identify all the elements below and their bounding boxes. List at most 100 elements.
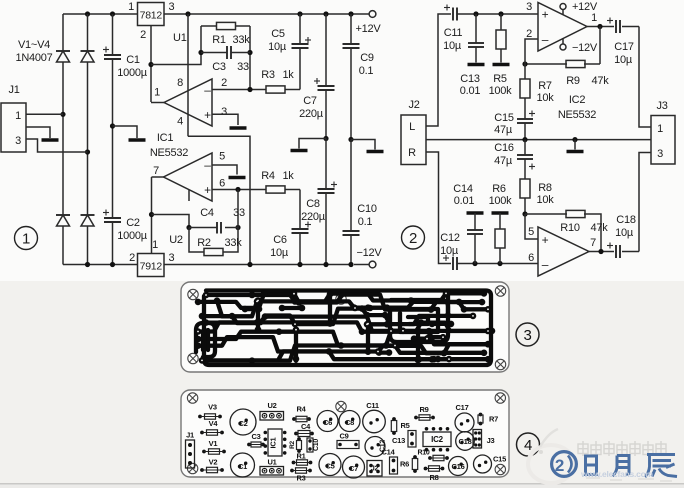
svg-text:+: +	[542, 233, 549, 247]
svg-text:100k: 100k	[489, 85, 513, 97]
svg-text:J2: J2	[371, 466, 379, 473]
svg-text:+: +	[542, 8, 549, 22]
svg-text:R8: R8	[538, 182, 552, 194]
svg-text:33: 33	[233, 207, 245, 219]
svg-text:1000µ: 1000µ	[117, 230, 147, 242]
svg-text:3: 3	[221, 106, 227, 118]
svg-text:IC2: IC2	[569, 94, 586, 106]
svg-text:33k: 33k	[225, 237, 243, 249]
svg-text:C2: C2	[238, 419, 247, 428]
svg-text:C10: C10	[313, 439, 320, 451]
svg-text:V4: V4	[209, 419, 219, 428]
svg-text:1000µ: 1000µ	[117, 67, 147, 79]
svg-text:C4: C4	[301, 422, 311, 431]
svg-text:R8: R8	[429, 473, 438, 482]
svg-text:J1: J1	[186, 431, 194, 440]
svg-text:C7: C7	[349, 464, 358, 473]
svg-text:L: L	[409, 121, 415, 133]
svg-text:7812: 7812	[140, 10, 163, 22]
svg-text:J3: J3	[487, 436, 495, 445]
svg-text:C6: C6	[273, 234, 287, 246]
svg-text:C13: C13	[392, 436, 405, 445]
svg-text:2: 2	[526, 28, 532, 40]
svg-text:R2: R2	[197, 237, 211, 249]
svg-text:C7: C7	[303, 95, 317, 107]
svg-text:U1: U1	[173, 32, 187, 44]
svg-text:C8: C8	[345, 418, 354, 427]
svg-text:U1: U1	[267, 458, 276, 467]
svg-text:C17: C17	[455, 403, 468, 412]
svg-text:3: 3	[526, 1, 532, 13]
svg-text:V2: V2	[209, 458, 218, 467]
svg-text:10µ: 10µ	[615, 227, 634, 239]
svg-text:220µ: 220µ	[301, 211, 326, 223]
svg-text:C12: C12	[380, 440, 387, 452]
svg-text:1: 1	[22, 231, 30, 248]
svg-text:www.elecfans.com: www.elecfans.com	[580, 469, 653, 479]
svg-text:8: 8	[177, 77, 183, 89]
svg-text:–: –	[542, 33, 549, 47]
svg-text:1k: 1k	[282, 170, 294, 182]
svg-text:6: 6	[528, 252, 534, 264]
svg-text:R10: R10	[417, 450, 429, 457]
svg-text:−12V: −12V	[572, 42, 598, 54]
svg-text:2: 2	[555, 456, 564, 475]
svg-text:R5: R5	[493, 73, 507, 85]
svg-text:4: 4	[524, 437, 532, 454]
svg-text:0.01: 0.01	[460, 85, 481, 97]
svg-text:J2: J2	[408, 99, 419, 111]
svg-text:C12: C12	[440, 232, 460, 244]
svg-text:C3: C3	[212, 61, 226, 73]
svg-text:3: 3	[657, 148, 663, 160]
svg-text:R5: R5	[400, 421, 409, 430]
svg-text:R6: R6	[492, 183, 506, 195]
svg-text:U2: U2	[267, 401, 276, 410]
svg-text:−12V: −12V	[357, 247, 383, 259]
svg-text:–: –	[204, 158, 211, 172]
svg-text:C18: C18	[616, 214, 636, 226]
svg-text:NE5532: NE5532	[558, 109, 596, 121]
svg-text:R2: R2	[289, 440, 296, 448]
svg-text:R9: R9	[419, 405, 428, 414]
svg-text:J3: J3	[656, 100, 667, 112]
svg-text:V1~V4: V1~V4	[18, 39, 50, 51]
svg-text:220µ: 220µ	[299, 108, 324, 120]
svg-text:IC2: IC2	[431, 435, 444, 444]
svg-text:10µ: 10µ	[268, 41, 287, 53]
svg-text:1N4007: 1N4007	[15, 52, 52, 64]
svg-text:R10: R10	[560, 222, 580, 234]
svg-text:NE5532: NE5532	[150, 147, 188, 159]
svg-text:1: 1	[591, 12, 597, 24]
svg-text:3: 3	[523, 327, 531, 344]
svg-text:10µ: 10µ	[614, 54, 633, 66]
svg-text:3: 3	[169, 252, 175, 264]
svg-text:C9: C9	[339, 432, 348, 441]
svg-text:C8: C8	[306, 198, 320, 210]
svg-text:+: +	[204, 183, 211, 197]
svg-text:3: 3	[169, 1, 175, 13]
svg-text:10µ: 10µ	[443, 40, 462, 52]
svg-text:R: R	[408, 147, 416, 159]
svg-text:10µ: 10µ	[440, 245, 459, 257]
svg-text:C14: C14	[453, 183, 473, 195]
svg-text:2: 2	[221, 77, 227, 89]
svg-text:C11: C11	[366, 401, 379, 410]
svg-text:C1: C1	[126, 54, 140, 66]
svg-text:R3: R3	[261, 69, 275, 81]
svg-text:IC1: IC1	[269, 437, 278, 448]
svg-text:47k: 47k	[591, 222, 609, 234]
svg-text:7: 7	[153, 165, 159, 177]
svg-text:0.1: 0.1	[359, 65, 374, 77]
svg-text:C1: C1	[238, 462, 247, 471]
svg-text:5: 5	[219, 151, 225, 163]
svg-text:C11: C11	[444, 27, 463, 39]
svg-text:1: 1	[154, 87, 160, 99]
svg-text:C4: C4	[200, 207, 214, 219]
svg-text:R6: R6	[400, 460, 409, 469]
svg-text:1: 1	[128, 1, 134, 13]
svg-text:C13: C13	[460, 73, 480, 85]
svg-text:1: 1	[152, 239, 158, 251]
svg-text:R9: R9	[566, 75, 580, 87]
svg-text:–: –	[542, 258, 549, 272]
svg-text:R3: R3	[296, 474, 305, 483]
